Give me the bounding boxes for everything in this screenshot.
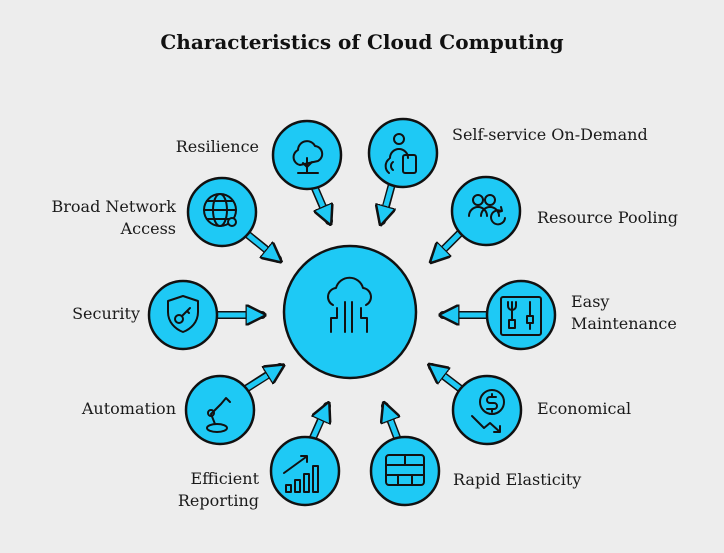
label-self-service: Self-service On-Demand	[452, 125, 648, 144]
server-blocks-icon	[385, 454, 425, 486]
node-resilience	[271, 119, 343, 221]
growth-chart-icon	[283, 455, 319, 493]
label-broad-network: Broad Network Access	[51, 197, 176, 238]
label-economical: Economical	[537, 399, 632, 418]
label-efficient-reporting: Efficient Reporting	[177, 469, 259, 510]
tree-icon	[292, 140, 324, 174]
user-touch-icon	[384, 133, 417, 174]
node-rapid-elasticity	[369, 406, 441, 507]
label-security: Security	[72, 304, 140, 323]
cloud-circuit-icon	[327, 276, 372, 333]
tools-panel-icon	[500, 296, 542, 336]
dollar-down-icon	[471, 389, 505, 433]
label-easy-maintenance: Easy Maintenance	[571, 292, 677, 333]
node-resource-pooling	[434, 175, 522, 259]
robot-arm-icon	[206, 397, 231, 433]
shield-key-icon	[167, 295, 199, 333]
node-self-service	[367, 117, 439, 221]
globe-network-icon	[203, 193, 237, 227]
diagram-title: Characteristics of Cloud Computing	[160, 30, 564, 54]
node-automation	[184, 363, 280, 446]
node-broad-network	[186, 176, 278, 259]
label-automation: Automation	[81, 399, 176, 418]
center-hub	[282, 244, 418, 380]
label-rapid-elasticity: Rapid Elasticity	[453, 470, 582, 489]
node-efficient-reporting	[269, 406, 341, 507]
label-resource-pooling: Resource Pooling	[537, 208, 678, 227]
node-economical	[432, 367, 523, 446]
users-refresh-icon	[468, 194, 506, 226]
node-easy-maintenance	[443, 279, 557, 351]
label-resilience: Resilience	[175, 137, 259, 156]
node-security	[147, 279, 262, 351]
